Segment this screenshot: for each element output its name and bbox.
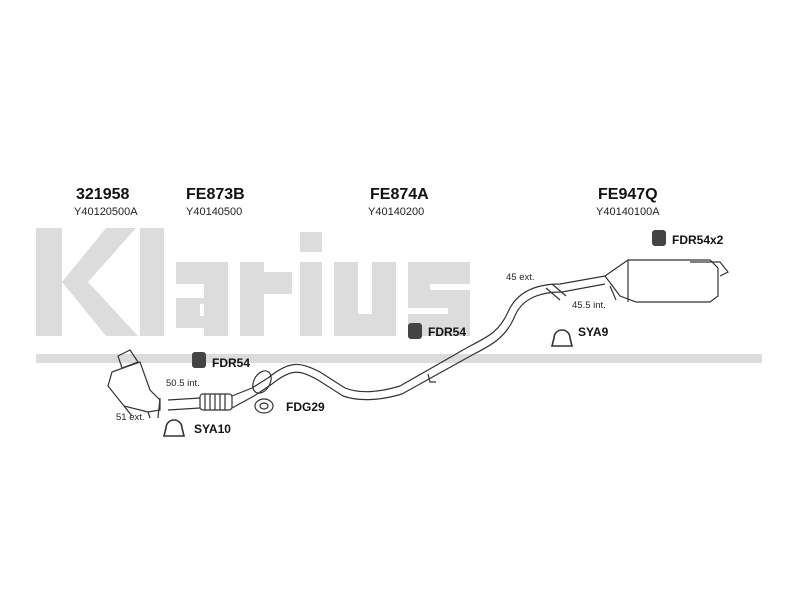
dimension-51-ext: 51 ext. (116, 412, 145, 423)
dimension-45-5-int: 45.5 int. (572, 300, 606, 311)
part-number-3: FE874A (370, 186, 429, 203)
mount-fdr54x2-icon (652, 230, 666, 246)
accessory-sya10: SYA10 (194, 422, 231, 436)
accessory-fdr54-mid: FDR54 (428, 325, 467, 339)
mount-fdr54-front-icon (192, 352, 206, 368)
dimension-45-ext: 45 ext. (506, 272, 535, 283)
part-ref-2: Y40140500 (186, 206, 243, 218)
klarius-watermark (36, 228, 762, 363)
part-number-1: 321958 (76, 186, 130, 203)
accessory-fdr54x2: FDR54x2 (672, 233, 724, 247)
pipe-assembly (107, 259, 729, 419)
accessory-fdr54-front: FDR54 (212, 356, 251, 370)
mount-fdr54-mid-icon (408, 323, 422, 339)
part-ref-1: Y40120500A (74, 206, 138, 218)
dimension-50-5-int: 50.5 int. (166, 378, 200, 389)
accessory-fdg29: FDG29 (286, 400, 325, 414)
part-number-2: FE873B (186, 186, 245, 203)
clamp-sya10-icon (162, 419, 186, 437)
part-ref-4: Y40140100A (596, 206, 660, 218)
part-ref-3: Y40140200 (368, 206, 425, 218)
clamp-sya9-icon (550, 329, 574, 347)
part-number-4: FE947Q (598, 186, 658, 203)
accessory-sya9: SYA9 (578, 325, 609, 339)
